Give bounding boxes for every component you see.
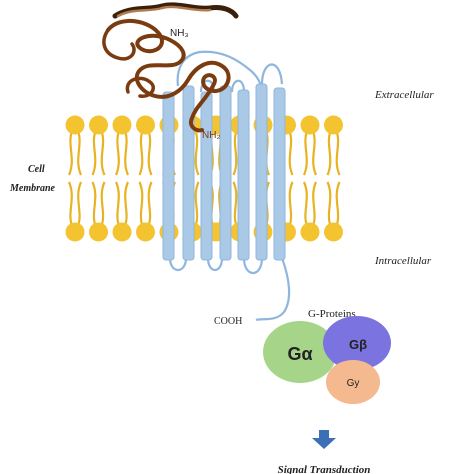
g-beta-subunit [323, 316, 391, 370]
lipid-tail-top [147, 130, 153, 176]
lipid-tail-bottom [194, 181, 200, 227]
lipid-head-top [136, 115, 155, 135]
helix-5 [237, 89, 250, 261]
lipid-tail-top [302, 130, 309, 176]
membrane-label: Membrane [9, 183, 56, 194]
ligand-ribbon-top [112, 2, 239, 19]
lipid-tail-bottom [114, 181, 121, 227]
ligand-ribbon-top-accent [116, 5, 212, 18]
lipid-tail-bottom [326, 181, 332, 227]
nh2-label: NH₂ [202, 130, 220, 141]
lipid-tail-bottom [147, 181, 153, 227]
intracellular-loop-3 [242, 257, 264, 275]
lipid-head-bottom [324, 222, 343, 242]
lipid-tail-top [194, 130, 200, 176]
helix-2 [182, 85, 195, 261]
lipid-tail-bottom [335, 181, 341, 227]
g-gamma-subunit [326, 360, 380, 404]
lipid-head-bottom [112, 222, 132, 242]
down-arrow-icon [312, 430, 336, 449]
g-beta-label: Gβ [349, 337, 367, 352]
g-alpha-label: Gα [287, 344, 312, 364]
intracellular-label: Intracellular [374, 255, 432, 267]
lipid-tail-bottom [91, 181, 97, 227]
lipid-tail-top [138, 130, 144, 176]
g-gamma-label: Gy [347, 378, 360, 389]
lipid-head-top [89, 115, 108, 135]
helix-6 [255, 83, 268, 261]
g-alpha-subunit [263, 321, 337, 383]
helix-1 [162, 91, 175, 261]
lipid-tail-top [67, 130, 74, 176]
lipid-head-bottom [300, 222, 320, 242]
lipid-tail-top [100, 130, 106, 176]
lipid-tail-bottom [138, 181, 144, 227]
intracellular-loop-2 [206, 257, 224, 272]
lipid-tail-bottom [100, 181, 106, 227]
lipid-tail-top [76, 130, 83, 176]
lipid-head-top [65, 115, 85, 135]
ligand-ribbon-lower [125, 76, 155, 98]
extracellular-label: Extracellular [374, 89, 434, 101]
lipid-tail-top [114, 130, 121, 176]
lipid-tail-top [91, 130, 97, 176]
lipid-head-bottom [89, 222, 108, 242]
lipid-tail-bottom [302, 181, 309, 227]
lipid-tail-top [335, 130, 341, 176]
helix-7 [273, 87, 286, 261]
extracellular-loop-3 [260, 63, 284, 85]
lipid-tail-top [288, 130, 294, 176]
helix-3 [200, 91, 213, 261]
lipid-tail-bottom [67, 181, 74, 227]
intracellular-loop-1 [168, 257, 188, 272]
ligand-ribbon-left [102, 28, 136, 61]
lipid-head-top [300, 115, 320, 135]
lipid-tail-bottom [311, 181, 318, 227]
lipid-tail-top [326, 130, 332, 176]
transmembrane-helices [162, 83, 286, 261]
lipid-tail-top [311, 130, 318, 176]
lipid-tail-bottom [123, 181, 130, 227]
lipid-tail-top [232, 130, 238, 176]
cell-label: Cell [28, 164, 45, 175]
cooh-label: COOH [214, 316, 242, 327]
lipid-head-bottom [136, 222, 155, 242]
c-terminal-tail [255, 257, 291, 322]
lipid-head-bottom [65, 222, 85, 242]
lipid-head-top [112, 115, 132, 135]
extracellular-loop-2 [230, 79, 246, 93]
signal-transduction-label: Signal Transduction [278, 464, 371, 474]
g-proteins-label: G-Proteins [308, 308, 356, 320]
lipid-tail-bottom [76, 181, 83, 227]
lipid-head-top [324, 115, 343, 135]
lipid-tail-bottom [288, 181, 294, 227]
ligand-peptide [102, 2, 239, 133]
lipid-tail-bottom [232, 181, 238, 227]
helix-4 [219, 85, 232, 261]
nh3-label: NH₃ [170, 28, 189, 39]
lipid-tail-top [123, 130, 130, 176]
ligand-ribbon [106, 18, 231, 133]
